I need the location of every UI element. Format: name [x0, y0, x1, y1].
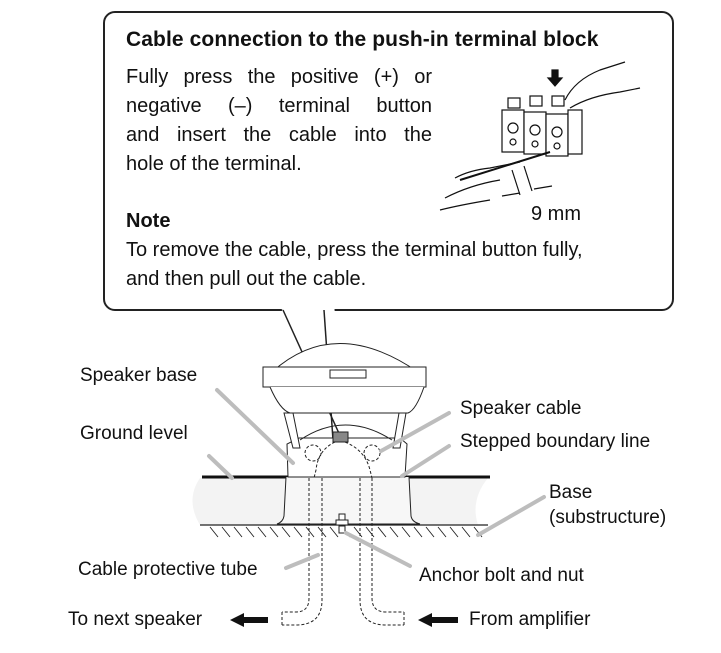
label-stepped-boundary: Stepped boundary line — [460, 431, 651, 452]
speaker-leg-left — [283, 412, 301, 449]
leader-speaker-base — [215, 388, 295, 465]
instruction-line-4: hole of the terminal. — [126, 153, 302, 175]
arrow-to-next-speaker-icon — [230, 613, 268, 627]
note-line-1: To remove the cable, press the terminal … — [126, 239, 583, 261]
label-speaker-cable: Speaker cable — [460, 398, 582, 419]
callout-box — [103, 11, 674, 311]
label-from-amplifier: From amplifier — [469, 609, 591, 630]
speaker-leg-right — [392, 412, 407, 449]
cable-wire — [459, 151, 551, 181]
label-to-next-speaker: To next speaker — [68, 609, 203, 630]
dimension-arrows — [501, 185, 553, 197]
speaker-label-plate — [329, 369, 367, 379]
callout-title: Cable connection to the push-in terminal… — [126, 28, 599, 51]
press-arrow-icon — [546, 69, 564, 87]
label-base: Base — [549, 482, 593, 503]
note-heading: Note — [126, 210, 171, 232]
leader-lines — [207, 388, 546, 570]
instruction-line-3: and insert the cable into the — [126, 124, 432, 146]
leader-base — [476, 495, 546, 537]
speaker-base-buried — [276, 476, 421, 525]
leader-anchor-bolt — [344, 531, 412, 568]
leader-cable-tube — [284, 553, 320, 570]
speaker-bowl — [269, 386, 425, 414]
label-anchor-bolt: Anchor bolt and nut — [419, 565, 584, 586]
instruction-line-2: negative (–) terminal button — [126, 95, 432, 117]
speaker-inner-arc — [299, 424, 393, 441]
label-substructure: (substructure) — [549, 507, 667, 528]
terminal-block — [332, 431, 349, 443]
note-line-2: and then pull out the cable. — [126, 268, 367, 290]
speaker-base-upper — [286, 437, 408, 478]
hand-bottom — [439, 161, 521, 211]
arrow-from-amplifier-icon — [418, 613, 458, 627]
instruction-line-1: Fully press the positive (+) or — [126, 66, 432, 88]
leader-stepped-boundary — [400, 444, 451, 478]
label-speaker-base: Speaker base — [80, 365, 198, 386]
leader-speaker-cable — [379, 411, 451, 453]
label-ground-level: Ground level — [80, 423, 188, 444]
label-cable-tube: Cable protective tube — [78, 559, 258, 580]
anchor-bolt-shank — [338, 525, 346, 534]
hand-top — [564, 61, 641, 109]
leader-ground-level — [207, 454, 234, 480]
anchor-nut — [335, 519, 349, 526]
speaker-cable-dashed — [281, 441, 405, 626]
terminal-block-illustration — [439, 61, 641, 211]
strip-length-label: 9 mm — [531, 203, 581, 225]
speaker-dome — [270, 343, 420, 373]
